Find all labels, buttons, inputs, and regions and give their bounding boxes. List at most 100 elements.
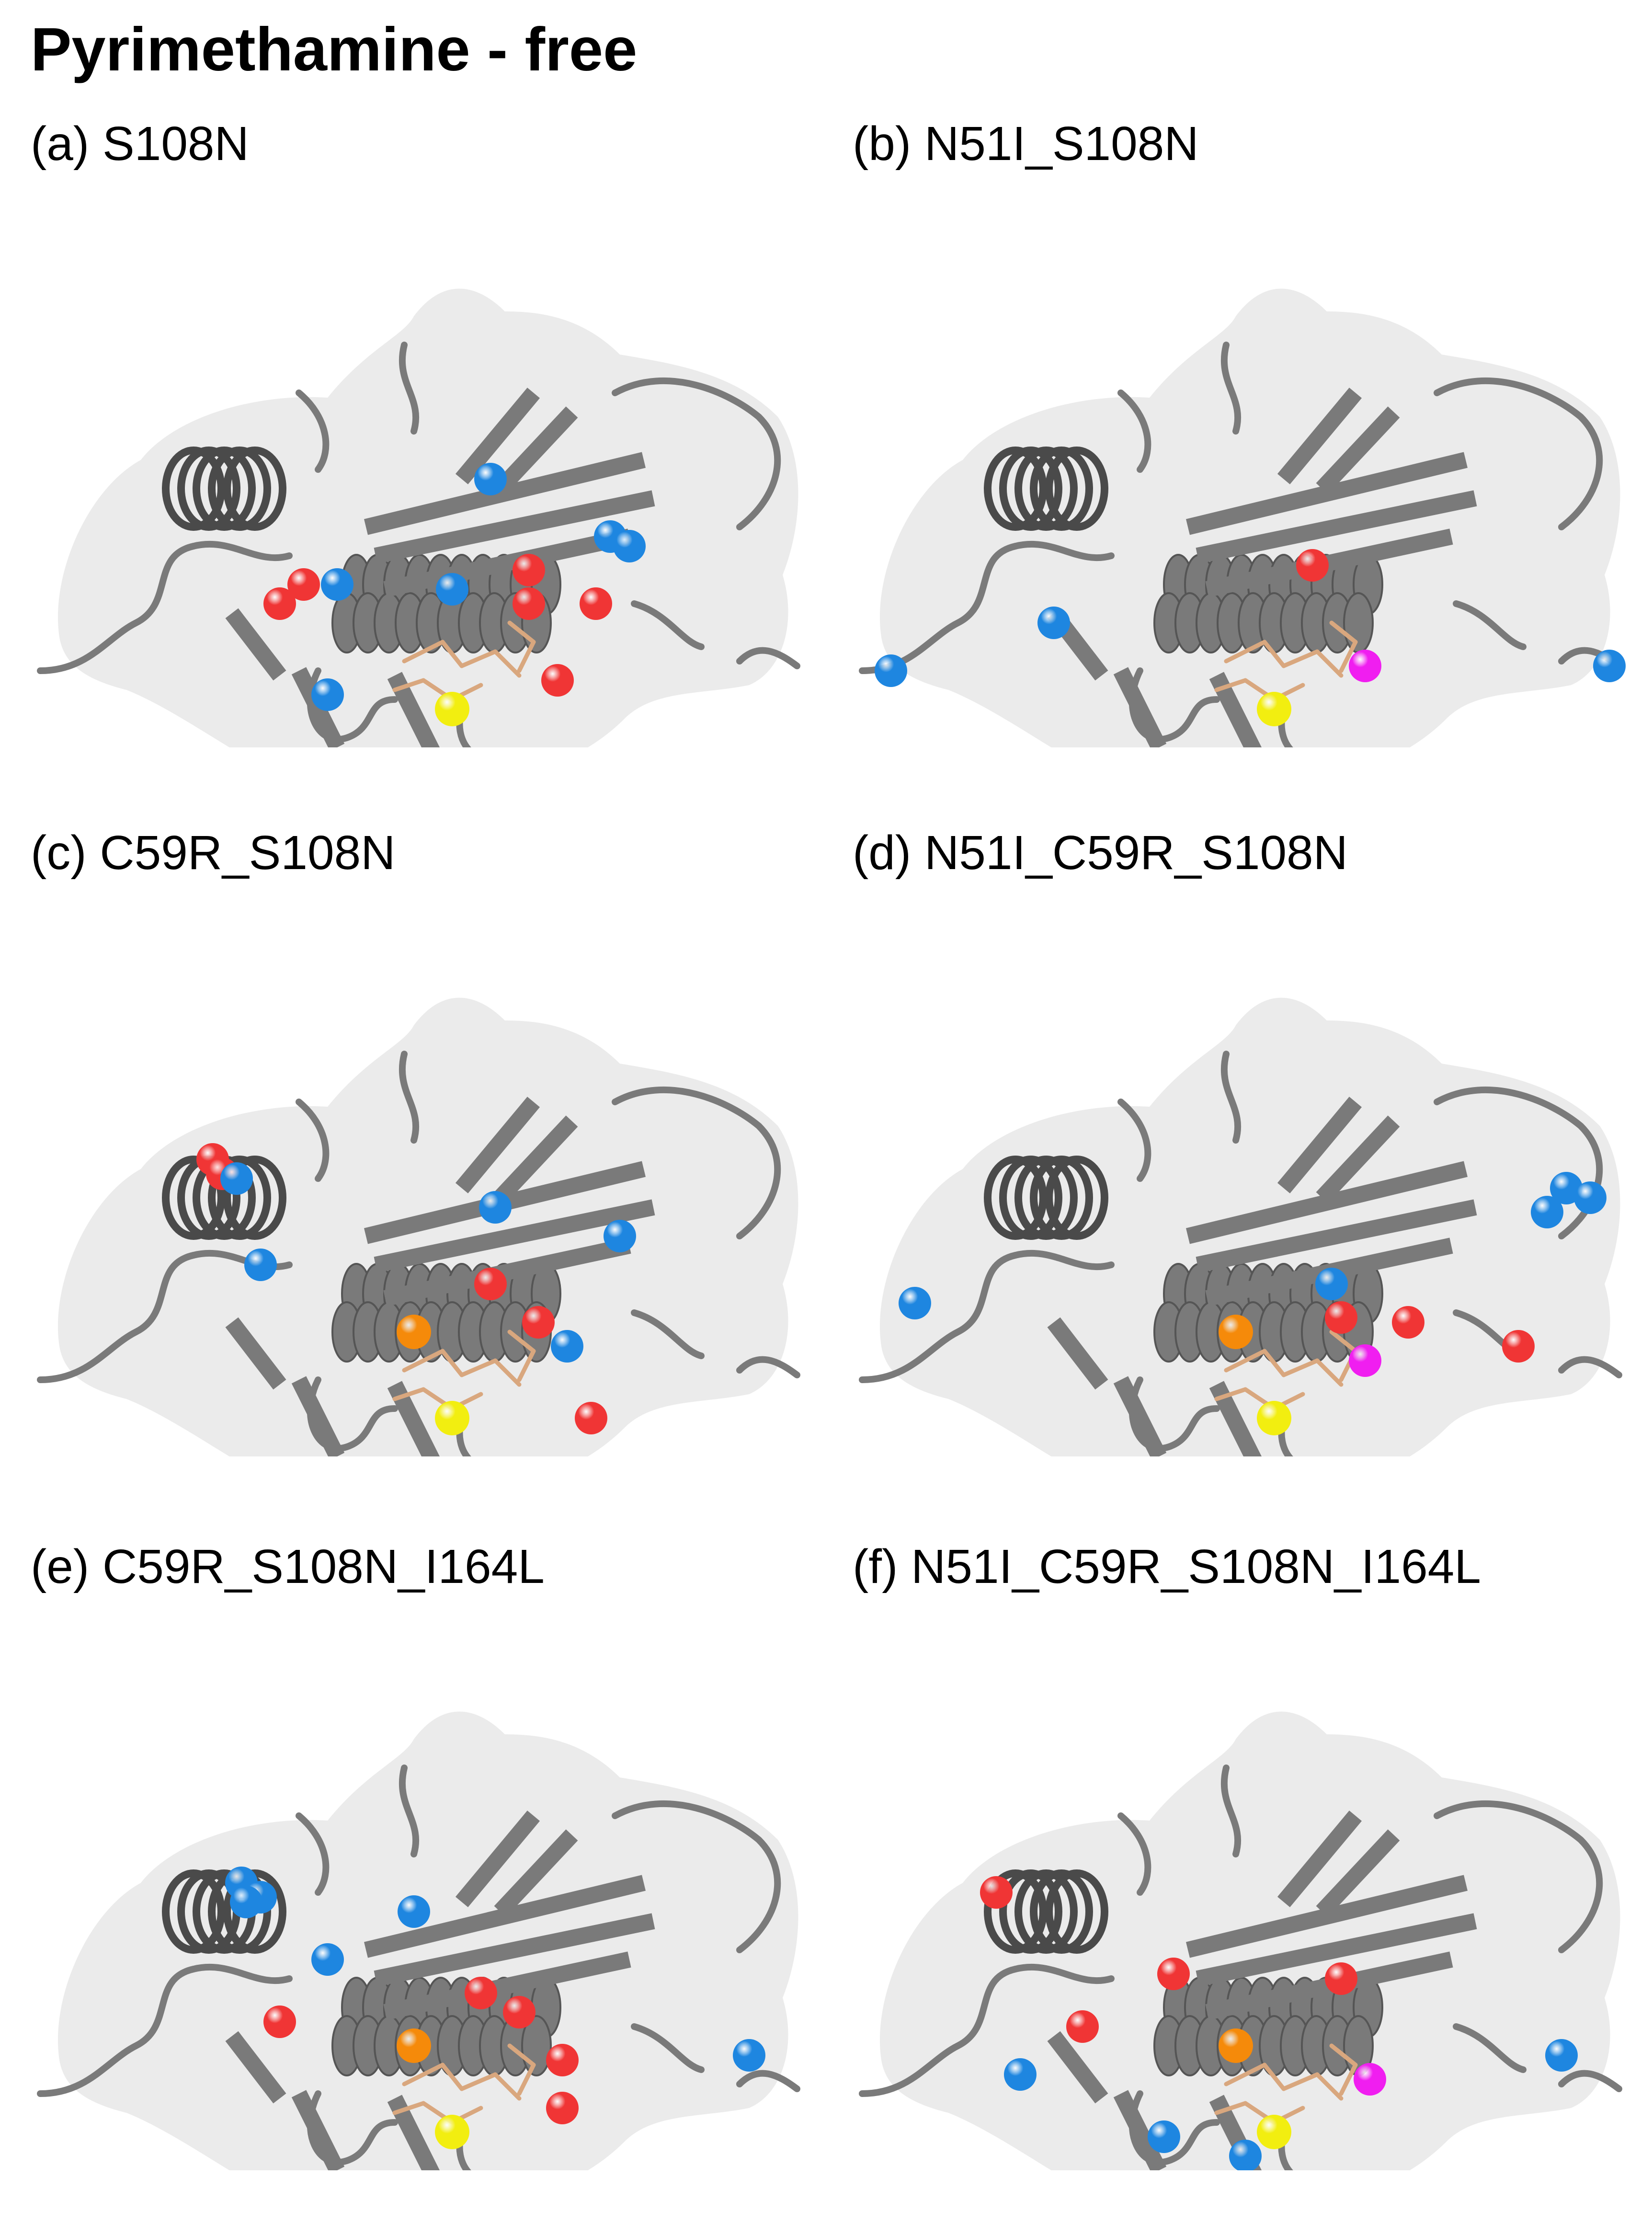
protein-coil — [1012, 1963, 1115, 1984]
protein-beta-strand — [225, 2031, 286, 2104]
protein-beta-strand — [494, 406, 578, 494]
panel-b: (b) N51I_S108N — [853, 120, 1638, 747]
protein-coil — [296, 1099, 330, 1182]
protein-beta-strand — [1209, 1381, 1262, 1456]
protein-helix — [208, 447, 271, 531]
panel-label-e: (e) C59R_S108N_I164L — [31, 1540, 545, 1593]
blue-residue-sphere — [311, 1943, 344, 1976]
protein-coil — [190, 1249, 293, 1271]
red-residue-sphere — [1325, 1301, 1357, 1334]
blue-residue-sphere — [436, 573, 468, 606]
protein-beta-strand — [1277, 388, 1362, 484]
panel-label-f: (f) N51I_C59R_S108N_I164L — [853, 1540, 1481, 1593]
red-residue-sphere — [546, 2092, 579, 2124]
protein-helix — [162, 1869, 225, 1954]
protein-coil — [1558, 1356, 1622, 1378]
protein-beta-strand — [1316, 406, 1400, 494]
protein-coil — [399, 1051, 420, 1144]
protein-coil — [1220, 1765, 1242, 1857]
protein-helix — [1014, 447, 1078, 531]
protein-coil — [631, 2023, 705, 2073]
protein-coil — [631, 600, 705, 650]
blue-residue-sphere — [1004, 2058, 1037, 2091]
protein-helix — [999, 1869, 1062, 1954]
blue-residue-sphere — [875, 654, 907, 687]
red-residue-sphere — [546, 2044, 579, 2076]
protein-beta-strand — [374, 490, 655, 564]
protein-coil — [612, 1086, 781, 1239]
blue-residue-sphere — [321, 568, 353, 601]
protein-helix — [1030, 1869, 1093, 1954]
protein-helix — [162, 1156, 225, 1240]
protein-beta-strand — [387, 672, 440, 747]
protein-beta-strand — [291, 1376, 345, 1456]
blue-residue-sphere — [479, 1191, 512, 1224]
protein-helix — [223, 1869, 286, 1954]
red-residue-sphere — [503, 1996, 535, 2028]
red-residue-sphere — [263, 587, 296, 620]
protein-structure-b — [859, 288, 1626, 747]
protein-beta-strand — [1277, 1810, 1362, 1907]
protein-helix — [1014, 1156, 1078, 1240]
yellow-residue-sphere — [435, 1401, 469, 1435]
blue-residue-sphere — [733, 2039, 765, 2072]
panel-d: (d) N51I_C59R_S108N — [853, 829, 1638, 1456]
protein-coil — [1453, 600, 1527, 650]
protein-coil — [1220, 1051, 1242, 1144]
blue-residue-sphere — [311, 678, 344, 711]
red-residue-sphere — [474, 1268, 507, 1300]
blue-residue-sphere — [613, 530, 646, 562]
protein-helix — [208, 1156, 271, 1240]
panel-c: (c) C59R_S108N — [31, 829, 816, 1456]
orange-residue-sphere — [397, 2028, 431, 2063]
protein-coil — [1434, 1800, 1603, 1953]
red-residue-sphere — [513, 554, 545, 586]
protein-beta-strand — [383, 1238, 631, 1306]
protein-helix — [223, 447, 286, 531]
panel-label-d: (d) N51I_C59R_S108N — [853, 826, 1348, 880]
red-residue-sphere — [541, 664, 574, 697]
protein-coil — [1117, 1812, 1151, 1896]
protein-beta-strand — [1186, 1161, 1468, 1244]
red-residue-sphere — [465, 1977, 497, 2009]
panel-label-a: (a) S108N — [31, 117, 249, 171]
protein-helix — [999, 447, 1062, 531]
protein-beta-strand — [1196, 490, 1477, 564]
protein-beta-strand — [374, 1913, 655, 1987]
protein-beta-strand — [1316, 1829, 1400, 1917]
protein-helix — [1045, 447, 1108, 531]
protein-beta-strand — [1316, 1115, 1400, 1203]
protein-coil — [736, 1356, 800, 1378]
red-residue-sphere — [1502, 1330, 1535, 1363]
protein-coil — [37, 1966, 197, 2097]
protein-helix — [984, 1869, 1047, 1954]
protein-coil — [736, 2070, 800, 2092]
red-residue-sphere — [1296, 549, 1329, 582]
protein-helix — [1045, 1869, 1108, 1954]
protein-coil — [1220, 342, 1242, 435]
protein-helix — [193, 447, 256, 531]
red-residue-sphere — [522, 1306, 555, 1339]
protein-coil — [1117, 1099, 1151, 1182]
orange-residue-sphere — [397, 1315, 431, 1349]
blue-residue-sphere — [1593, 650, 1626, 682]
yellow-residue-sphere — [435, 2115, 469, 2149]
protein-coil — [296, 1812, 330, 1896]
protein-helix — [999, 1156, 1062, 1240]
protein-coil — [612, 1800, 781, 1953]
protein-structure-e — [37, 1711, 800, 2170]
red-residue-sphere — [980, 1876, 1013, 1909]
blue-residue-sphere — [398, 1895, 430, 1928]
blue-residue-sphere — [1037, 607, 1070, 639]
protein-structure-f — [859, 1711, 1622, 2170]
protein-beta-strand — [364, 452, 646, 535]
protein-beta-strand — [225, 608, 286, 681]
protein-beta-strand — [1196, 1199, 1477, 1273]
protein-coil — [859, 1252, 1019, 1383]
protein-coil — [37, 543, 197, 674]
protein-beta-strand — [1047, 2031, 1108, 2104]
protein-coil — [1117, 390, 1151, 473]
red-residue-sphere — [1325, 1962, 1357, 1995]
blue-residue-sphere — [604, 1220, 636, 1252]
magenta-residue-sphere — [1349, 650, 1381, 682]
